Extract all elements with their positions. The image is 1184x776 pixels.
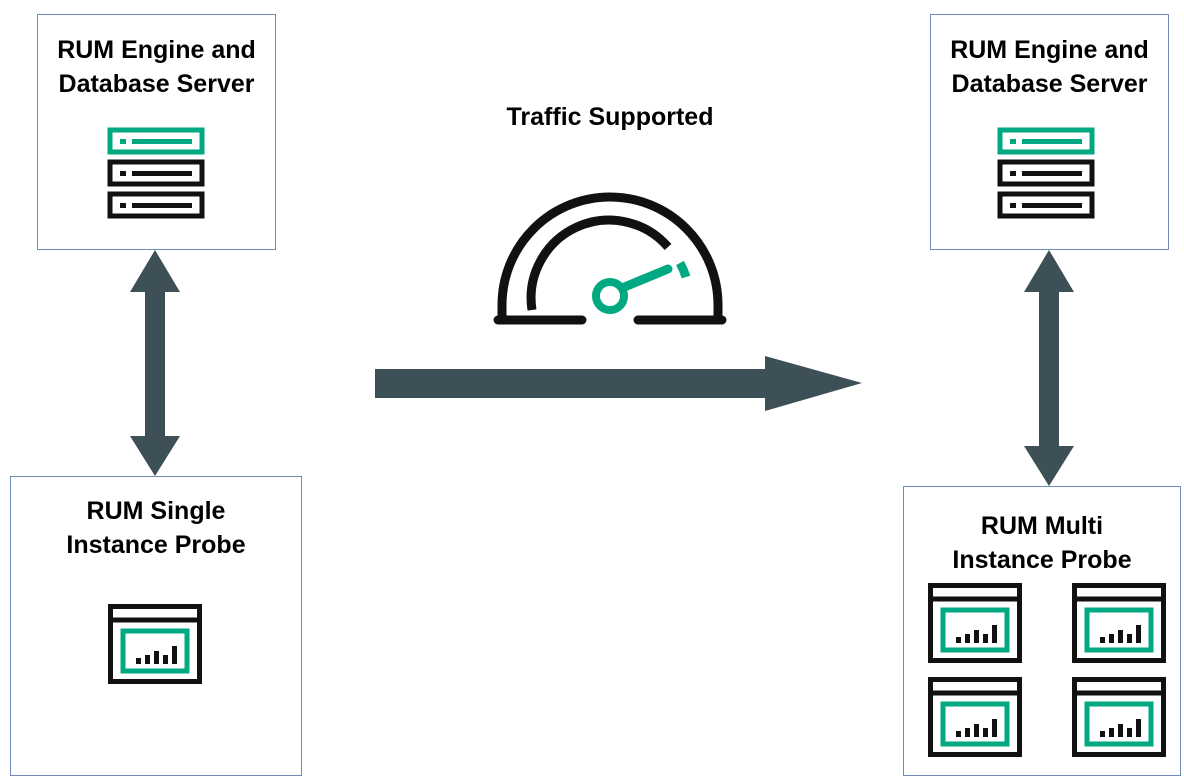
left-double-arrow bbox=[130, 250, 180, 476]
probe-icon bbox=[108, 604, 202, 684]
right-double-arrow bbox=[1024, 250, 1074, 486]
left-server-box: RUM Engine and Database Server bbox=[37, 14, 276, 250]
probe-icon bbox=[928, 583, 1022, 663]
traffic-supported-label: Traffic Supported bbox=[506, 103, 714, 131]
right-server-box: RUM Engine and Database Server bbox=[930, 14, 1169, 250]
server-icon bbox=[997, 127, 1095, 219]
right-probe-title: RUM Multi Instance Probe bbox=[952, 512, 1132, 574]
speedometer-gauge-icon bbox=[493, 192, 727, 325]
right-probe-box: RUM Multi Instance Probe bbox=[903, 486, 1181, 776]
server-icon bbox=[107, 127, 205, 219]
traffic-flow-arrow bbox=[375, 356, 862, 411]
probe-icon bbox=[1072, 677, 1166, 757]
left-probe-title: RUM Single Instance Probe bbox=[66, 497, 246, 559]
left-server-title: RUM Engine and Database Server bbox=[57, 36, 256, 98]
probe-icon bbox=[928, 677, 1022, 757]
probe-icon bbox=[1072, 583, 1166, 663]
right-server-title: RUM Engine and Database Server bbox=[950, 36, 1149, 98]
left-probe-box: RUM Single Instance Probe bbox=[10, 476, 302, 776]
